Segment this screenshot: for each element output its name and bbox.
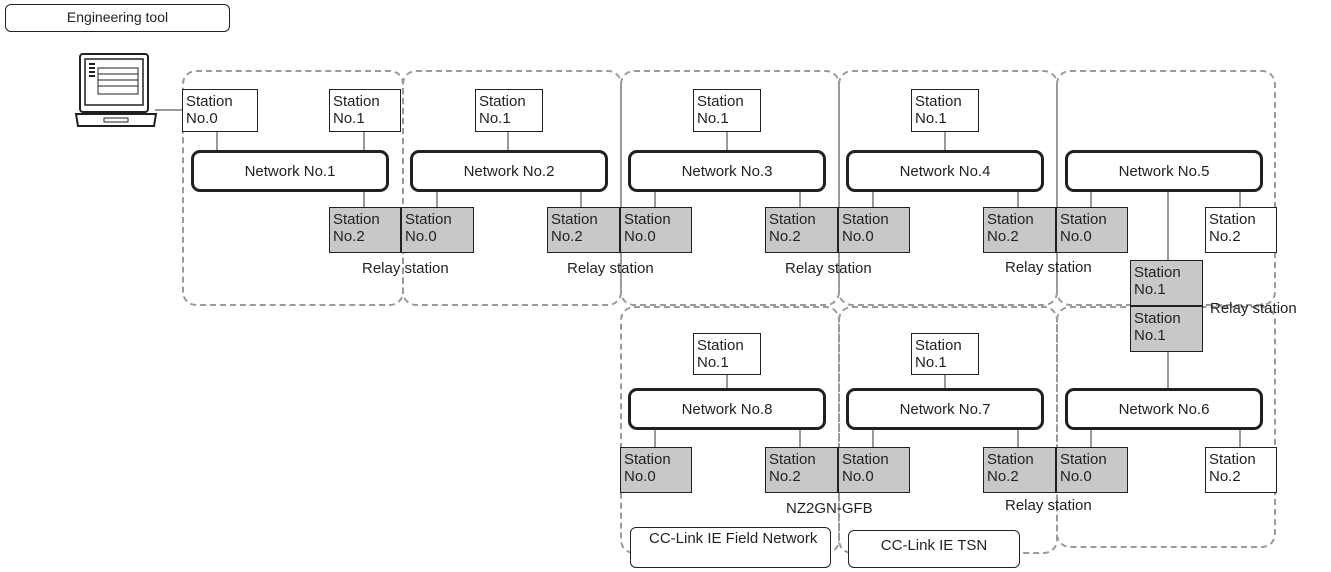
network-3[interactable]: Network No.3 <box>628 150 826 192</box>
nz2gn-gfb-label: NZ2GN-GFB <box>786 500 873 517</box>
network-1[interactable]: Network No.1 <box>191 150 389 192</box>
network-5[interactable]: Network No.5 <box>1065 150 1263 192</box>
relay-station-label-1: Relay station <box>362 260 449 277</box>
network-2[interactable]: Network No.2 <box>410 150 608 192</box>
cc-link-ie-field-network-tag: CC-Link IE Field Network <box>630 527 831 568</box>
network-8[interactable]: Network No.8 <box>628 388 826 430</box>
relay-station-label-2: Relay station <box>567 260 654 277</box>
laptop-icon <box>74 53 158 127</box>
network-7[interactable]: Network No.7 <box>846 388 1044 430</box>
relay-station-label-6: Relay station <box>1005 497 1092 514</box>
network-6[interactable]: Network No.6 <box>1065 388 1263 430</box>
relay-station-label-5: Relay station <box>1210 300 1297 317</box>
cc-link-ie-tsn-tag: CC-Link IE TSN <box>848 530 1020 568</box>
engineering-tool-label: Engineering tool <box>5 4 230 32</box>
relay-station-label-3: Relay station <box>785 260 872 277</box>
relay-station-label-4: Relay station <box>1005 259 1092 276</box>
network-4[interactable]: Network No.4 <box>846 150 1044 192</box>
